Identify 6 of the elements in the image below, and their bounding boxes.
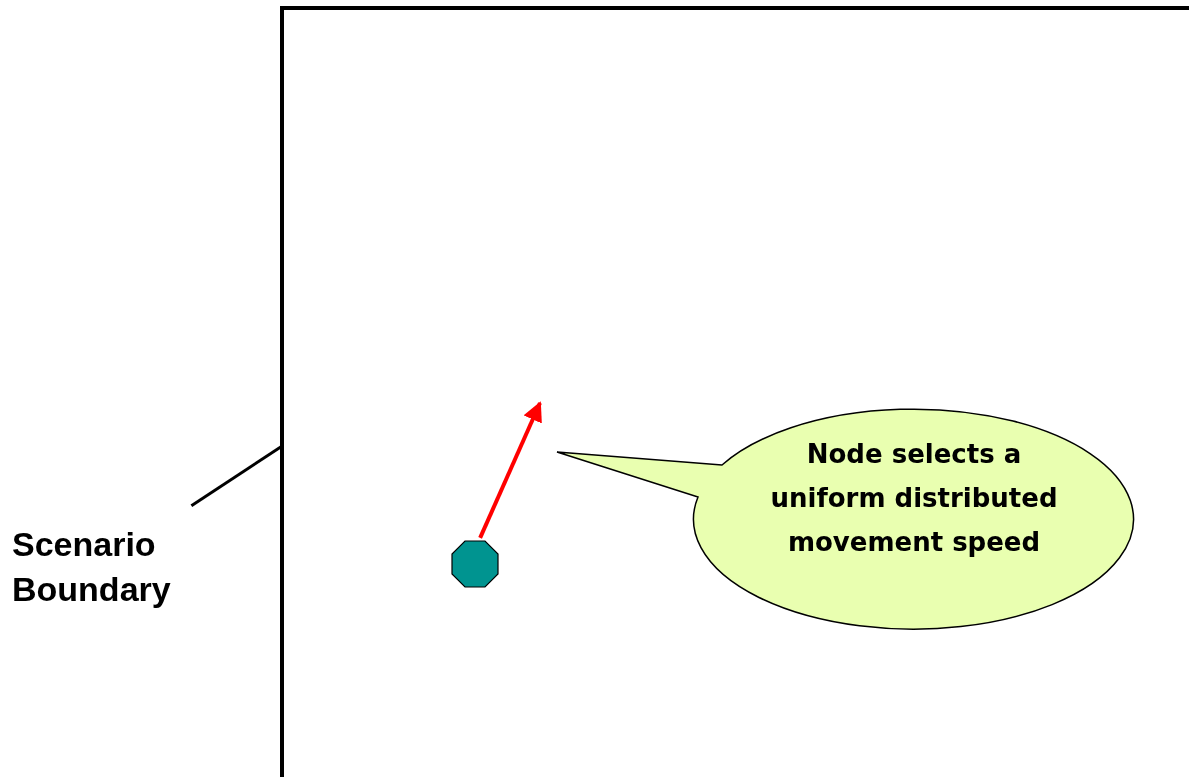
scenario-boundary: [280, 6, 1189, 777]
arrow: [478, 401, 542, 539]
node-octagon: [451, 540, 499, 588]
boundary-label: Scenario Boundary: [12, 522, 242, 618]
leader-line: [190, 445, 283, 507]
callout-text: Node selects a uniform distributed movement speed: [769, 438, 1059, 559]
